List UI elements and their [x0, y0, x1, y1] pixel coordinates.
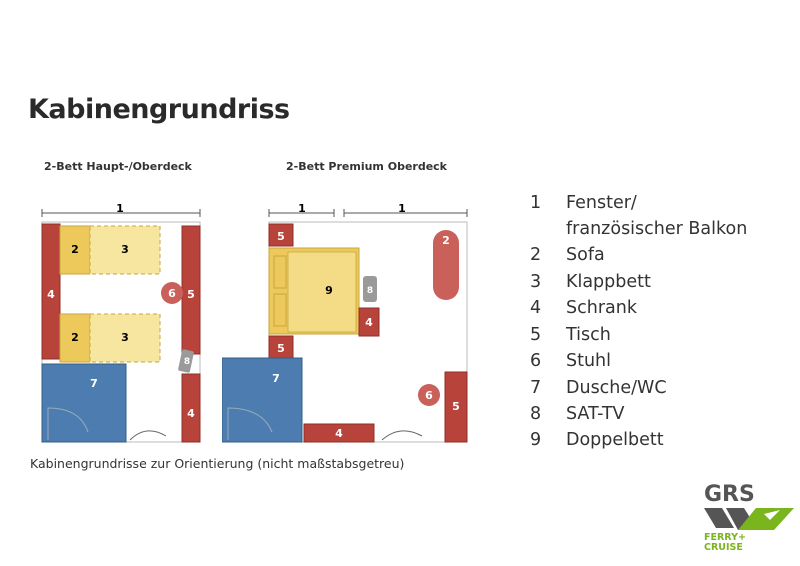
legend-num: 3	[530, 272, 542, 292]
sofa-bottom	[59, 313, 91, 363]
foldbed-bottom	[89, 313, 161, 363]
wardrobe-bottom	[303, 423, 375, 443]
legend-label: Stuhl	[566, 351, 612, 371]
logo-mark-icon	[704, 508, 794, 530]
plan-1-label: 2-Bett Haupt-/Oberdeck	[44, 160, 192, 173]
wardrobe-mid-mark: 4	[365, 316, 373, 329]
legend-label: Sofa	[566, 245, 605, 265]
legend-item-6: 6 Stuhl	[530, 351, 611, 371]
legend-label: SAT-TV	[566, 404, 625, 424]
chair-mark: 6	[425, 389, 433, 402]
wardrobe-mid	[358, 307, 380, 337]
tv	[363, 276, 377, 302]
table-mid-mark: 5	[277, 342, 285, 355]
table-right-mark: 5	[452, 400, 460, 413]
legend-num: 5	[530, 325, 542, 345]
legend-label: Fenster/	[566, 193, 637, 213]
legend-item-8: 8 SAT-TV	[530, 404, 625, 424]
tv-mark: 8	[367, 286, 373, 296]
sofa-top-mark: 2	[71, 243, 79, 256]
tv	[178, 349, 194, 373]
cabin-plan-premium: 1 1 5 2 9 8 4 5 7 6 5 4	[222, 202, 468, 443]
tv-mark: 8	[184, 357, 190, 367]
legend-num: 4	[530, 298, 542, 318]
chair	[418, 384, 440, 406]
table-right-mark: 5	[187, 288, 195, 301]
window-mark-2: 1	[398, 202, 406, 215]
wardrobe-bottom-mark: 4	[335, 427, 343, 440]
foldbed-top	[89, 225, 161, 275]
legend-item-1-cont: französischer Balkon	[566, 219, 748, 239]
plan-2-label: 2-Bett Premium Oberdeck	[286, 160, 447, 173]
foldbed-bottom-mark: 3	[121, 331, 129, 344]
legend-item-2: 2 Sofa	[530, 245, 605, 265]
chair	[161, 282, 183, 304]
bathroom-mark: 7	[272, 372, 280, 385]
window-mark: 1	[116, 202, 124, 215]
legend-item-5: 5 Tisch	[530, 325, 611, 345]
legend-item-7: 7 Dusche/WC	[530, 378, 667, 398]
legend-label: Dusche/WC	[566, 378, 667, 398]
logo-brand: GRS	[704, 482, 755, 507]
legend-num: 2	[530, 245, 542, 265]
legend-num: 1	[530, 193, 542, 213]
legend-label: Doppelbett	[566, 430, 664, 450]
logo-line-2: CRUISE	[704, 542, 743, 553]
wardrobe-left-mark: 4	[47, 288, 55, 301]
page-title: Kabinengrundriss	[28, 94, 290, 125]
bathroom	[222, 357, 303, 443]
wardrobe-left	[41, 223, 61, 360]
grs-logo: GRS FERRY+ CRUISE	[700, 482, 796, 554]
legend-item-1: 1 Fenster/	[530, 193, 637, 213]
legend-label: Klappbett	[566, 272, 651, 292]
sofa	[433, 230, 459, 300]
legend-label: Schrank	[566, 298, 637, 318]
logo-line-1: FERRY+	[704, 532, 746, 543]
legend-label: Tisch	[566, 325, 611, 345]
double-bed-mark: 9	[325, 284, 333, 297]
legend-item-3: 3 Klappbett	[530, 272, 651, 292]
table-top	[268, 223, 294, 247]
legend-num: 9	[530, 430, 542, 450]
legend-item-9: 9 Doppelbett	[530, 430, 664, 450]
wardrobe-right-mark: 4	[187, 407, 195, 420]
foldbed-top-mark: 3	[121, 243, 129, 256]
bathroom-mark: 7	[90, 377, 98, 390]
legend-num: 8	[530, 404, 542, 424]
wardrobe-right	[181, 373, 201, 443]
legend-num: 6	[530, 351, 542, 371]
caption: Kabinengrundrisse zur Orientierung (nich…	[30, 456, 405, 471]
cabin-plan-standard: 1 4 2 3 2 3 5 6 8 4 7	[41, 202, 201, 443]
legend-num: 7	[530, 378, 542, 398]
sofa-bottom-mark: 2	[71, 331, 79, 344]
table-right	[444, 371, 468, 443]
sofa-mark: 2	[442, 234, 450, 247]
table-top-mark: 5	[277, 230, 285, 243]
chair-mark: 6	[168, 287, 176, 300]
window-mark-1: 1	[298, 202, 306, 215]
bathroom	[41, 363, 127, 443]
legend-item-4: 4 Schrank	[530, 298, 637, 318]
